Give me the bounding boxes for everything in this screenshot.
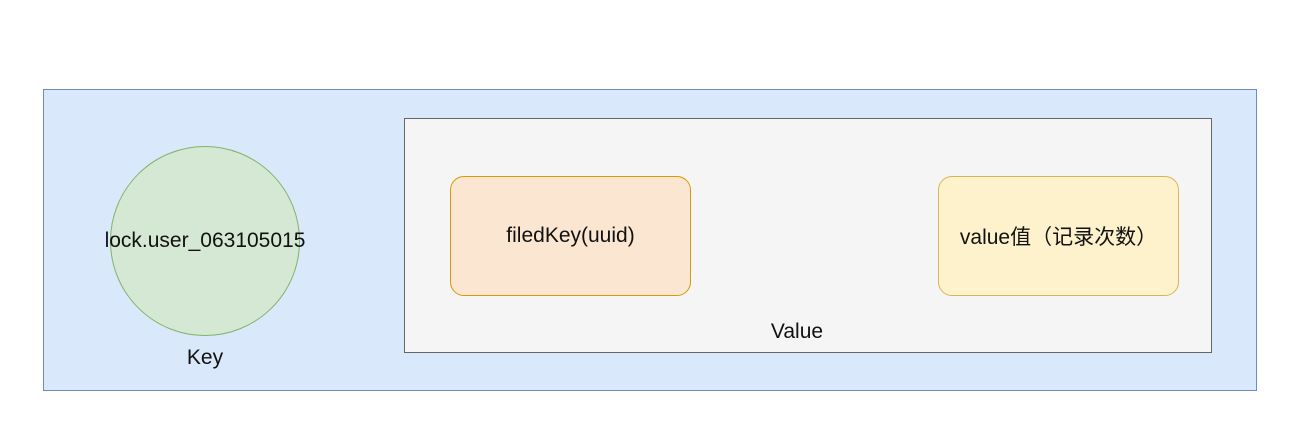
key-caption: Key <box>186 346 224 369</box>
value-caption: Value <box>770 320 824 343</box>
key-circle <box>110 146 300 336</box>
value-count-label: value值（记录次数） <box>959 226 1158 249</box>
value-count-box: value值（记录次数） <box>938 176 1179 296</box>
field-key-label: filedKey(uuid) <box>506 224 635 247</box>
field-key-box: filedKey(uuid) <box>450 176 691 296</box>
key-circle-label: lock.user_063105015 <box>104 229 306 252</box>
